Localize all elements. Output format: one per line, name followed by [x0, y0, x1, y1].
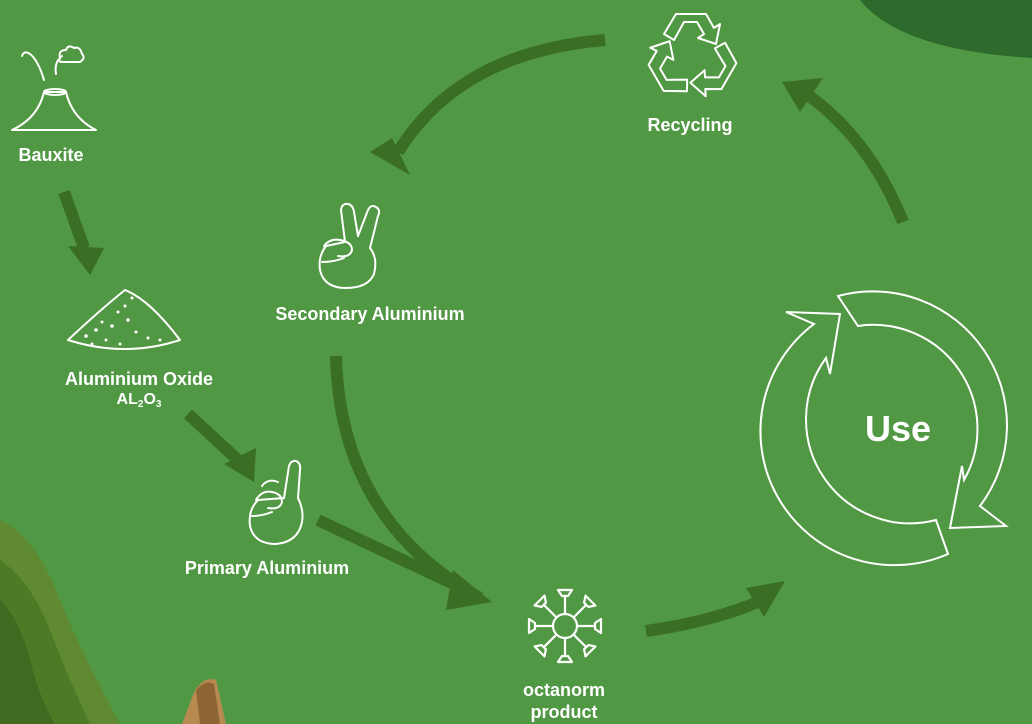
two-finger-hand-icon: [318, 202, 381, 289]
label-use: Use: [864, 408, 932, 449]
arrow-use-to-recycling: [782, 78, 909, 225]
powder-pile-icon: [67, 289, 181, 350]
one-finger-hand-icon: [248, 459, 304, 545]
corner-blob: [860, 0, 1032, 58]
label-bauxite: Bauxite: [18, 145, 84, 165]
octanorm-product-line2: product: [530, 702, 598, 722]
label-secondary-aluminium: Secondary Aluminium: [275, 304, 465, 324]
flow-arrows: [58, 34, 909, 637]
aluminium-oxide-name: Aluminium Oxide: [64, 369, 214, 389]
rock-decoration: [182, 679, 226, 724]
arrow-secondary-to-product: [330, 355, 483, 604]
octanorm-connector-icon: [527, 588, 603, 664]
label-primary-aluminium: Primary Aluminium: [184, 558, 350, 578]
arrow-product-to-use: [645, 581, 785, 637]
label-octanorm-product: octanorm product: [523, 679, 605, 723]
arrow-recycling-to-secondary: [370, 34, 606, 175]
label-recycling: Recycling: [647, 115, 733, 135]
cycle-arrows-icon: [759, 290, 1009, 567]
label-aluminium-oxide: Aluminium Oxide AL2O3: [65, 368, 213, 415]
arrow-bauxite-to-oxide: [58, 189, 104, 275]
arrow-oxide-to-primary: [183, 409, 256, 482]
recycling-icon: [640, 13, 744, 103]
volcano-icon: [11, 45, 97, 131]
octanorm-product-line1: octanorm: [522, 680, 606, 700]
aluminium-oxide-formula: AL2O3: [116, 391, 162, 410]
moss-decoration: [0, 520, 120, 724]
